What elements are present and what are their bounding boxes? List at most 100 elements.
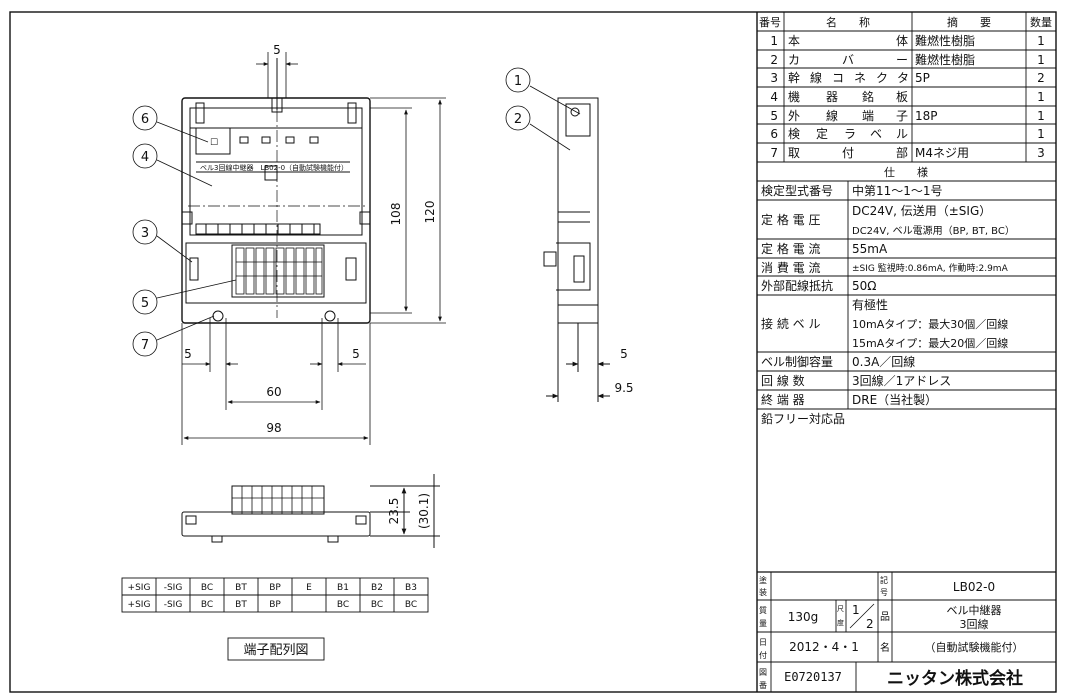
terminal-cell: BC bbox=[201, 583, 213, 593]
scale-label-1: 尺 bbox=[837, 605, 844, 613]
part-name-char: 線 bbox=[826, 108, 838, 123]
spec-resistance-value: 50Ω bbox=[852, 279, 876, 293]
spec-terminator-label: 終 端 器 bbox=[761, 392, 805, 407]
front-dimensions bbox=[181, 52, 446, 445]
part-name-char: 機 bbox=[788, 89, 800, 104]
spec-lines-label: 回 線 数 bbox=[761, 373, 805, 388]
spec-terminator-value: DRE（当社製） bbox=[852, 392, 937, 407]
product-name-3: （自動試験機能付） bbox=[925, 640, 1024, 654]
title-block: 塗 装 記 号 LB02-0 質 量 130g 尺 度 1 2 品 ベル中継器 … bbox=[759, 575, 1024, 690]
spec-model-label: 検定型式番号 bbox=[761, 183, 833, 198]
parts-row: 1 本 体 難燃性樹脂 1 bbox=[770, 33, 1044, 48]
terminal-row-1: +SIG -SIG BC BT BP E B1 B2 B3 bbox=[128, 583, 417, 593]
terminal-cell: BC bbox=[405, 600, 417, 610]
part-name-char: タ bbox=[897, 71, 909, 85]
part-name-char: 器 bbox=[826, 90, 838, 104]
part-name-char: ク bbox=[876, 71, 888, 85]
header-quantity: 数量 bbox=[1030, 16, 1052, 29]
spec-current-value: 55mA bbox=[852, 242, 888, 256]
scale-label-2: 度 bbox=[837, 618, 844, 627]
parts-row: 3 幹 線 コ ネ ク タ 5P 2 bbox=[770, 70, 1044, 85]
part-qty: 1 bbox=[1037, 53, 1045, 67]
spec-grid bbox=[757, 180, 1056, 410]
part-name-char: カ bbox=[788, 53, 800, 67]
paint-label-2: 装 bbox=[759, 587, 767, 597]
parts-row: 2 カ バ ー 難燃性樹脂 1 bbox=[770, 52, 1044, 67]
parts-list-grid bbox=[756, 12, 1056, 692]
side-view bbox=[543, 97, 610, 402]
spec-voltage-value-1: DC24V, 伝送用（±SIG） bbox=[852, 203, 991, 218]
terminal-cell: +SIG bbox=[128, 583, 151, 593]
terminal-cell: +SIG bbox=[128, 600, 151, 610]
dim-width: 98 bbox=[266, 421, 281, 435]
part-name-char: 本 bbox=[788, 34, 800, 48]
spec-note: 鉛フリー対応品 bbox=[761, 412, 845, 426]
callout-7: 7 bbox=[141, 338, 149, 353]
part-name-char: 幹 bbox=[788, 70, 800, 85]
part-no: 2 bbox=[770, 53, 778, 67]
part-no: 3 bbox=[770, 71, 778, 85]
terminal-cell: BP bbox=[269, 583, 281, 593]
part-name-char: 線 bbox=[810, 70, 822, 85]
dim-height-inner: 108 bbox=[389, 203, 403, 226]
terminal-cell: BT bbox=[235, 583, 247, 593]
terminal-caption-box bbox=[227, 637, 325, 661]
scale-slash bbox=[849, 603, 875, 629]
spec-title: 仕 様 bbox=[884, 165, 928, 179]
dim-side-depth: 9.5 bbox=[614, 381, 633, 395]
terminal-cell: BT bbox=[235, 600, 247, 610]
spec-bell-value-1: 有極性 bbox=[852, 297, 888, 312]
part-name-char: 部 bbox=[896, 145, 908, 160]
spec-voltage-label: 定 格 電 圧 bbox=[761, 212, 820, 227]
scale-numerator: 1 bbox=[852, 603, 860, 617]
mass-label-1: 質 bbox=[759, 605, 767, 615]
model-number: LB02-0 bbox=[953, 580, 995, 594]
drawing-number: E0720137 bbox=[784, 670, 842, 684]
callout-1: 1 bbox=[514, 74, 522, 89]
name-label: 品 bbox=[880, 611, 890, 623]
part-name-char: ネ bbox=[854, 71, 866, 85]
label-6-mark: ☐ bbox=[210, 138, 218, 148]
spec-model-value: 中第11～1～1号 bbox=[852, 183, 943, 198]
part-no: 1 bbox=[770, 34, 778, 48]
spec-bell-value-2: 10mAタイプ：最大30個／回線 bbox=[852, 317, 1008, 331]
part-qty: 2 bbox=[1037, 71, 1045, 85]
mass-value: 130g bbox=[788, 610, 819, 624]
callout-2: 2 bbox=[514, 112, 522, 127]
spec-bell-label: 接 続 ベ ル bbox=[761, 316, 820, 331]
product-name-2: 3回線 bbox=[960, 617, 989, 631]
part-name-char: ラ bbox=[844, 127, 856, 141]
part-desc: M4ネジ用 bbox=[915, 146, 969, 160]
part-qty: 1 bbox=[1037, 109, 1045, 123]
terminal-row-2: +SIG -SIG BC BT BP BC BC BC bbox=[128, 600, 418, 610]
part-desc: 難燃性樹脂 bbox=[915, 33, 975, 48]
dim-gap-right: 5 bbox=[352, 347, 360, 361]
parts-list-headers: 番号 名 称 摘 要 数量 bbox=[759, 15, 1052, 29]
part-desc: 18P bbox=[915, 109, 938, 123]
paint-label-1: 塗 bbox=[759, 575, 767, 585]
part-name-char: 子 bbox=[896, 109, 908, 123]
company-logo-text: ニッタン株式会社 bbox=[887, 668, 1023, 689]
title-block-grid bbox=[757, 571, 1056, 692]
dim-pitch: 60 bbox=[266, 385, 281, 399]
part-name-char: 取 bbox=[788, 146, 800, 160]
spec-bell-value-3: 15mAタイプ：最大20個／回線 bbox=[852, 336, 1008, 350]
front-nameplate-text: ベル3回線中継器 LB02-0（自動試験機能付） bbox=[200, 163, 348, 172]
date-label-1: 日 bbox=[759, 638, 767, 647]
header-name: 名 称 bbox=[826, 15, 870, 29]
part-name-char: 付 bbox=[842, 146, 854, 160]
callouts bbox=[132, 67, 581, 357]
callout-4: 4 bbox=[141, 150, 149, 165]
terminal-cell: -SIG bbox=[164, 583, 183, 593]
part-no: 5 bbox=[770, 109, 778, 123]
spec-resistance-label: 外部配線抵抗 bbox=[761, 278, 833, 293]
terminal-cell: BC bbox=[337, 600, 349, 610]
terminal-cell: BP bbox=[269, 600, 281, 610]
terminal-cell: B3 bbox=[405, 583, 417, 593]
callout-3: 3 bbox=[141, 226, 149, 241]
part-name-char: 外 bbox=[788, 109, 800, 123]
date-label-2: 付 bbox=[759, 650, 767, 660]
part-qty: 3 bbox=[1037, 146, 1045, 160]
spec-current-label: 定 格 電 流 bbox=[761, 241, 820, 256]
spec-control-label: ベル制御容量 bbox=[761, 354, 833, 369]
